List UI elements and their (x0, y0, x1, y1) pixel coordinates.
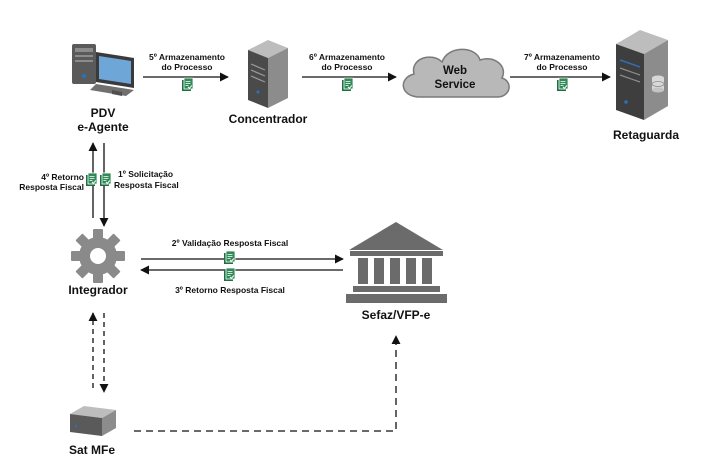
edge-6-label-line2: do Processo (321, 62, 372, 72)
edge-7-label-line1: 7º Armazenamento (524, 52, 600, 62)
gear-icon[interactable] (71, 229, 125, 283)
edge-2-label: 2º Validação Resposta Fiscal (172, 238, 289, 248)
edge-5-label-line2: do Processo (161, 62, 212, 72)
sefaz-label: Sefaz/VFP-e (362, 308, 431, 322)
edge-4-label-line2: Resposta Fiscal (19, 182, 84, 192)
edge-1-label-line1: 1º Solicitação (118, 169, 173, 179)
database-server-icon[interactable] (616, 30, 668, 120)
fiscal-document-icon (223, 250, 236, 265)
fiscal-document-icon (85, 172, 98, 187)
fiscal-document-icon (99, 172, 112, 187)
bank-building-icon[interactable] (346, 222, 447, 303)
webservice-label-line2: Service (435, 79, 476, 91)
edge-1-label-line2: Resposta Fiscal (114, 180, 179, 190)
fiscal-document-icon (341, 77, 354, 92)
webservice-label-line1: Web (443, 65, 467, 77)
fiscal-document-icon (223, 267, 236, 282)
concentrador-label: Concentrador (229, 112, 308, 126)
fiscal-document-icon (556, 77, 569, 92)
edge-4-label-line1: 4º Retorno (41, 172, 84, 182)
cloud-icon[interactable] (402, 48, 510, 98)
edge-3-label: 3º Retorno Resposta Fiscal (175, 285, 285, 295)
desktop-computer-icon[interactable] (72, 44, 134, 96)
pdv-label-line2: e-Agente (77, 120, 129, 134)
edge-6-label-line1: 6º Armazenamento (309, 52, 385, 62)
edge-sat-sefaz-dashed (134, 335, 401, 432)
integrador-label: Integrador (68, 283, 128, 297)
pdv-label-line1: PDV (91, 106, 116, 120)
sat-label: Sat MFe (69, 443, 115, 457)
server-icon[interactable] (248, 40, 288, 108)
retaguarda-label: Retaguarda (613, 128, 679, 142)
edge-5-label-line1: 5º Armazenamento (149, 52, 225, 62)
edge-7-label-line2: do Processo (536, 62, 587, 72)
fiscal-document-icon (181, 77, 194, 92)
sat-device-icon[interactable] (70, 406, 116, 436)
